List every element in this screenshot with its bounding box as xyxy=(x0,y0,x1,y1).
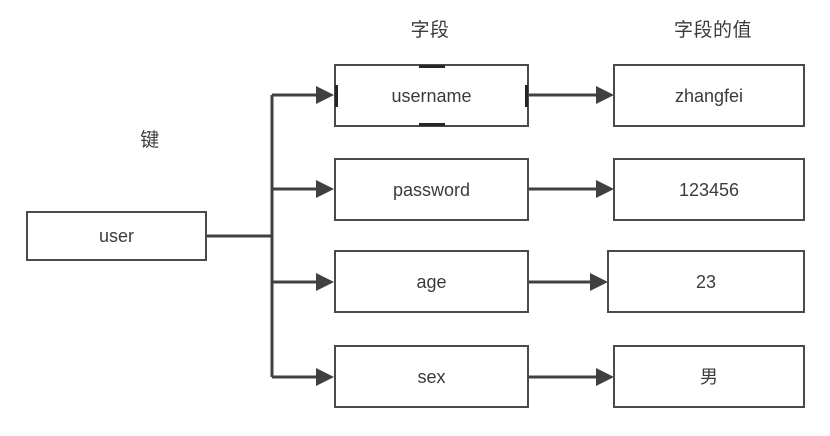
column-header-key: 键 xyxy=(60,130,240,152)
column-header-key-label: 键 xyxy=(140,130,160,151)
value-node-2[interactable]: 23 xyxy=(607,250,805,313)
field-node-2[interactable]: age xyxy=(334,250,529,313)
connection-port-left-icon xyxy=(335,84,338,107)
column-header-field-label: 字段 xyxy=(410,20,450,41)
column-header-value-label: 字段的值 xyxy=(673,20,752,41)
arrowhead-field-1 xyxy=(316,180,334,198)
arrowhead-value-1 xyxy=(596,180,614,198)
arrowhead-field-2 xyxy=(316,273,334,291)
key-node-user[interactable]: user xyxy=(26,211,207,261)
column-header-field: 字段 xyxy=(340,20,520,42)
connection-port-right-icon xyxy=(525,84,528,107)
field-node-3[interactable]: sex xyxy=(334,345,529,408)
field-node-3-label: sex xyxy=(417,366,446,387)
value-node-2-label: 23 xyxy=(695,271,717,292)
value-node-0[interactable]: zhangfei xyxy=(613,64,805,127)
value-node-0-label: zhangfei xyxy=(674,85,744,106)
value-node-3-label: 男 xyxy=(700,366,718,387)
connection-port-top-icon xyxy=(418,65,445,68)
value-node-1-label: 123456 xyxy=(678,179,740,200)
field-node-1-label: password xyxy=(392,179,471,200)
arrowhead-value-3 xyxy=(596,368,614,386)
field-node-2-label: age xyxy=(416,271,447,292)
arrowhead-value-2 xyxy=(590,273,608,291)
arrowhead-field-3 xyxy=(316,368,334,386)
field-node-0-label: username xyxy=(391,85,472,106)
value-node-1[interactable]: 123456 xyxy=(613,158,805,221)
column-header-value: 字段的值 xyxy=(618,20,808,42)
field-node-1[interactable]: password xyxy=(334,158,529,221)
field-node-0[interactable]: username xyxy=(334,64,529,127)
connection-port-bottom-icon xyxy=(418,123,445,126)
arrowhead-field-0 xyxy=(316,86,334,104)
key-node-label: user xyxy=(98,226,134,246)
arrowhead-value-0 xyxy=(596,86,614,104)
value-node-3[interactable]: 男 xyxy=(613,345,805,408)
